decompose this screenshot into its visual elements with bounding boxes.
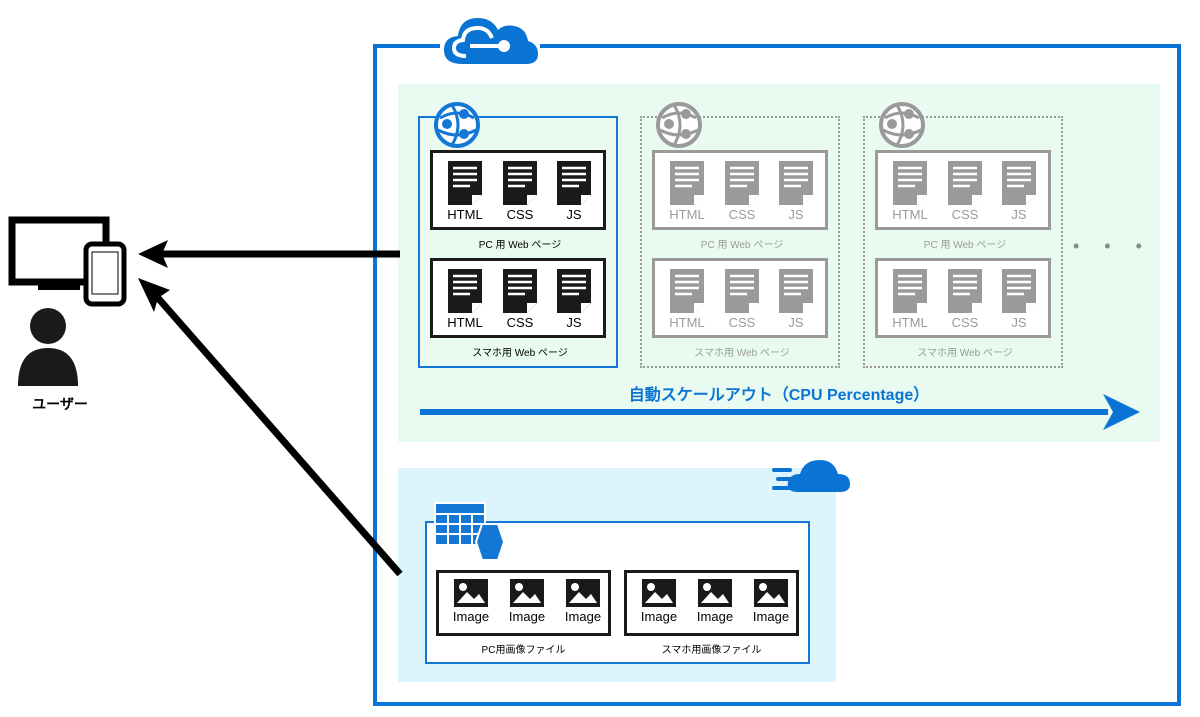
html-file-icon: HTML <box>445 269 485 330</box>
js-file-icon: JS <box>999 161 1039 222</box>
image-file-icon: Image <box>747 579 795 624</box>
sp-web-page-label: スマホ用 Web ページ <box>694 348 790 359</box>
html-file-icon: HTML <box>667 161 707 222</box>
user-with-pc-and-smartphone-icon <box>8 216 127 386</box>
pc-web-page-bundle: HTML CSS JS <box>652 150 828 230</box>
html-file-icon: HTML <box>890 161 930 222</box>
sp-image-caption: スマホ用画像ファイル <box>661 645 762 656</box>
pc-web-page-bundle: HTML CSS JS <box>875 150 1051 230</box>
table-storage-icon <box>434 502 504 561</box>
more-instances-ellipsis: • • • <box>1073 236 1152 256</box>
html-file-icon: HTML <box>667 269 707 330</box>
app-service-globe-icon <box>656 102 702 148</box>
storage-account-box: Image Image Image PC用画像ファイル Image Image … <box>425 521 810 664</box>
pc-web-page-label: PC 用 Web ページ <box>700 240 784 251</box>
image-file-icon: Image <box>635 579 683 624</box>
sp-web-page-bundle: HTML CSS JS <box>875 258 1051 338</box>
pc-web-page-bundle: HTML CSS JS <box>430 150 606 230</box>
sp-web-page-bundle: HTML CSS JS <box>652 258 828 338</box>
user-label: ユーザー <box>32 396 88 412</box>
js-file-icon: JS <box>999 269 1039 330</box>
azure-cloud-icon <box>440 6 540 72</box>
sp-web-page-label: スマホ用 Web ページ <box>917 348 1013 359</box>
html-file-icon: HTML <box>890 269 930 330</box>
app-service-globe-icon <box>879 102 925 148</box>
image-file-icon: Image <box>559 579 607 624</box>
azure-frame <box>373 44 1181 706</box>
pc-image-caption: PC用画像ファイル <box>481 645 566 656</box>
app-instance-scaled: HTML CSS JS PC 用 Web ページ HTML CSS JS スマホ… <box>863 102 1063 368</box>
js-file-icon: JS <box>776 161 816 222</box>
sp-web-page-bundle: HTML CSS JS <box>430 258 606 338</box>
fast-cloud-icon <box>772 460 850 492</box>
css-file-icon: CSS <box>500 269 540 330</box>
sp-image-bundle: Image Image Image <box>624 570 799 636</box>
image-file-icon: Image <box>503 579 551 624</box>
response-arrows <box>138 240 403 577</box>
css-file-icon: CSS <box>500 161 540 222</box>
html-file-icon: HTML <box>445 161 485 222</box>
js-file-icon: JS <box>554 161 594 222</box>
sp-web-page-label: スマホ用 Web ページ <box>472 348 568 359</box>
app-instance-scaled: HTML CSS JS PC 用 Web ページ HTML CSS JS スマホ… <box>640 102 840 368</box>
pc-web-page-label: PC 用 Web ページ <box>478 240 562 251</box>
css-file-icon: CSS <box>722 161 762 222</box>
image-file-icon: Image <box>691 579 739 624</box>
js-file-icon: JS <box>554 269 594 330</box>
css-file-icon: CSS <box>722 269 762 330</box>
js-file-icon: JS <box>776 269 816 330</box>
image-file-icon: Image <box>447 579 495 624</box>
css-file-icon: CSS <box>945 161 985 222</box>
autoscale-arrow <box>420 394 1140 430</box>
css-file-icon: CSS <box>945 269 985 330</box>
pc-web-page-label: PC 用 Web ページ <box>923 240 1007 251</box>
autoscale-label: 自動スケールアウト（CPU Percentage） <box>628 387 930 404</box>
app-instance-active: HTML CSS JS PC 用 Web ページ HTML CSS JS スマホ… <box>418 102 618 368</box>
pc-image-bundle: Image Image Image <box>436 570 611 636</box>
app-service-globe-icon <box>434 102 480 148</box>
